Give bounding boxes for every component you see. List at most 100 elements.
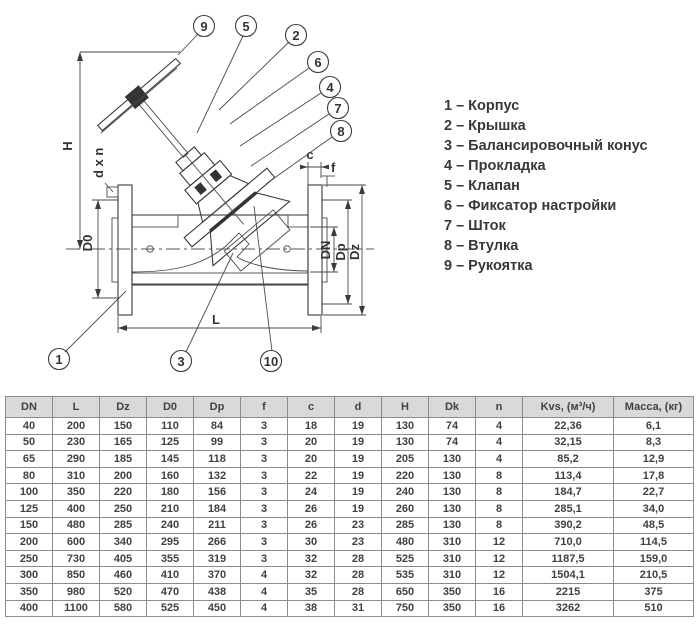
legend-item-8: 8 – Втулка (444, 238, 519, 254)
dim-label-dz: Dz (347, 244, 362, 260)
table-cell: 130 (428, 516, 476, 535)
table-cell: 4 (475, 433, 523, 452)
table-cell: 510 (613, 599, 694, 618)
table-header-cell: Dk (428, 396, 476, 418)
table-cell: 26 (287, 516, 335, 535)
table-cell: 165 (99, 433, 147, 452)
svg-text:4: 4 (326, 80, 334, 95)
legend-item-6: 6 – Фиксатор настройки (444, 198, 617, 214)
table-cell: 30 (287, 533, 335, 551)
table-cell: 450 (193, 599, 241, 618)
legend-item-1: 1 – Корпус (444, 98, 520, 114)
callout-1: 1 (47, 347, 71, 371)
table-cell: 4 (475, 450, 523, 468)
table-cell: 285 (381, 516, 429, 535)
centerline (66, 245, 374, 253)
dim-Dp: Dp (322, 199, 352, 305)
table-cell: 405 (99, 549, 147, 568)
table-header-cell: f (240, 396, 288, 418)
table-cell: 18 (287, 417, 335, 435)
svg-text:1: 1 (55, 352, 62, 367)
table-cell: 750 (381, 599, 429, 618)
legend-item-5: 5 – Клапан (444, 178, 520, 194)
dim-c: c (300, 147, 329, 187)
table-cell: 4 (240, 582, 288, 601)
table-cell: 65 (5, 450, 53, 468)
table-cell: 74 (428, 417, 476, 435)
table-cell: 730 (52, 549, 100, 568)
table-cell: 240 (381, 483, 429, 501)
table-cell: 200 (52, 417, 100, 435)
table-cell: 980 (52, 582, 100, 601)
table-cell: 266 (193, 533, 241, 551)
table-cell: 310 (52, 466, 100, 485)
table-cell: 184,7 (522, 483, 614, 501)
table-cell: 520 (99, 582, 147, 601)
table-cell: 200 (99, 466, 147, 485)
table-cell: 3 (240, 417, 288, 435)
dim-label-c: c (306, 147, 313, 162)
table-cell: 12 (475, 533, 523, 551)
table-cell: 74 (428, 433, 476, 452)
table-cell: 4 (240, 566, 288, 584)
table-cell: 355 (146, 549, 194, 568)
svg-text:10: 10 (264, 354, 278, 369)
table-cell: 110 (146, 417, 194, 435)
svg-text:2: 2 (292, 28, 299, 43)
svg-text:8: 8 (337, 124, 344, 139)
table-cell: 3 (240, 533, 288, 551)
bonnet-assembly (124, 85, 291, 272)
table-cell: 295 (146, 533, 194, 551)
table-cell: 40 (5, 417, 53, 435)
table-cell: 12,9 (613, 450, 694, 468)
table-cell: 22 (287, 466, 335, 485)
table-cell: 23 (334, 533, 382, 551)
table-cell: 19 (334, 417, 382, 435)
table-cell: 8 (475, 466, 523, 485)
table-cell: 184 (193, 499, 241, 518)
table-header-cell: Kvs, (м³/ч) (522, 396, 614, 418)
dim-D0: D0 (80, 199, 118, 299)
table-cell: 3 (240, 466, 288, 485)
dim-H: H (60, 51, 180, 249)
table-cell: 525 (146, 599, 194, 618)
legend-item-3: 3 – Балансировочный конус (444, 138, 648, 154)
table-cell: 205 (381, 450, 429, 468)
svg-text:5: 5 (242, 19, 249, 34)
table-cell: 32 (287, 566, 335, 584)
table-cell: 480 (381, 533, 429, 551)
table-cell: 35 (287, 582, 335, 601)
table-cell: 240 (146, 516, 194, 535)
callout-4: 4 (318, 75, 342, 99)
table-cell: 600 (52, 533, 100, 551)
stem-hub (124, 85, 149, 110)
table-cell: 250 (5, 549, 53, 568)
table-header-cell: Масса, (кг) (613, 396, 694, 418)
table-cell: 130 (428, 483, 476, 501)
table-cell: 710,0 (522, 533, 614, 551)
svg-text:7: 7 (334, 101, 341, 116)
table-cell: 1100 (52, 599, 100, 618)
dim-label-f: f (331, 160, 336, 175)
table-cell: 125 (5, 499, 53, 518)
table-cell: 300 (5, 566, 53, 584)
table-cell: 3 (240, 433, 288, 452)
table-header-cell: L (52, 396, 100, 418)
table-cell: 250 (99, 499, 147, 518)
dim-label-d0: D0 (80, 235, 95, 252)
table-cell: 19 (334, 466, 382, 485)
table-cell: 211 (193, 516, 241, 535)
table-header-cell: Dz (99, 396, 147, 418)
table-cell: 350 (428, 599, 476, 618)
table-header-cell: d (334, 396, 382, 418)
table-cell: 260 (381, 499, 429, 518)
right-flange (307, 184, 328, 316)
